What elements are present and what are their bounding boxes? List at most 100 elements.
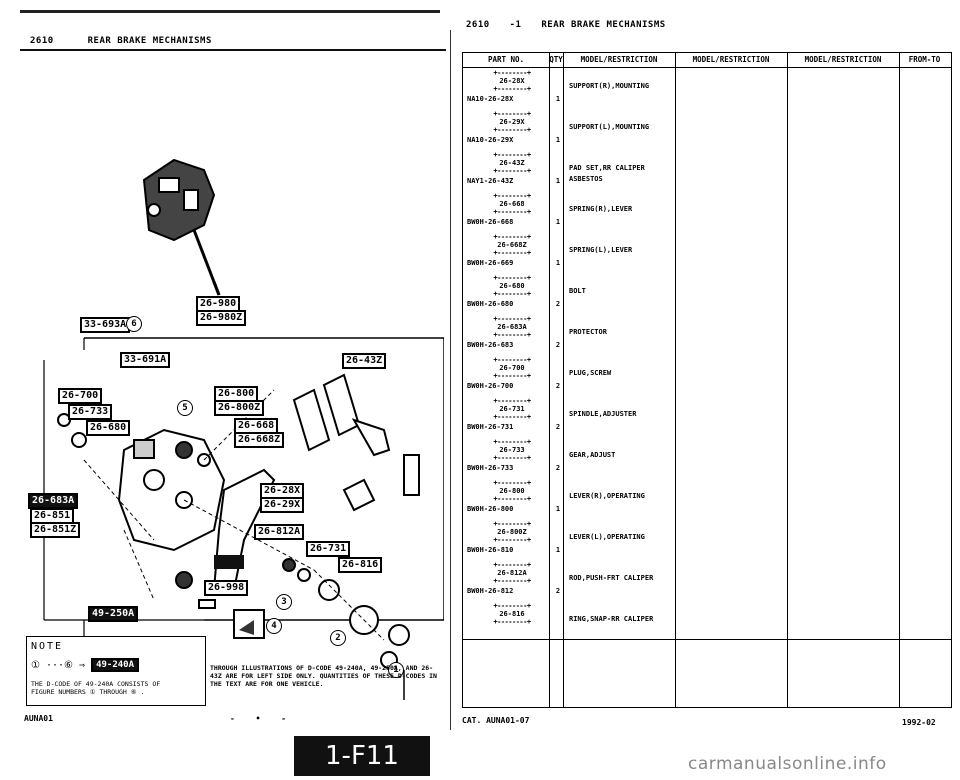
callout-26-731: 26-731 [306,541,351,557]
description: LEVER(R),OPERATING [569,491,679,502]
ref-code: +--------+26-731+--------+ [475,397,549,421]
parts-table: PART NO. QTY MODEL/RESTRICTION MODEL/RES… [462,52,952,708]
quantity: 1 [555,95,561,103]
part-number: NAY1-26-43Z [467,177,514,185]
part-number: BW0H-26-810 [467,546,514,554]
part-number: BW0H-26-700 [467,382,514,390]
callout-26-800z: 26-800Z [214,400,265,416]
description-line: PLUG,SCREW [569,369,612,377]
note-box: NOTE ① ···⑥ ⇒ 49-240A THE D-CODE OF 49-2… [26,636,206,706]
note-range-row: ① ···⑥ ⇒ 49-240A [31,658,201,672]
quantity: 1 [555,259,561,267]
ref-code: +--------+26-680+--------+ [475,274,549,298]
page-number-badge: 1-F11 [294,736,430,776]
quantity: 1 [555,505,561,513]
part-number: BW0H-26-668 [467,218,514,226]
col-model-3: MODEL/RESTRICTION [787,53,900,67]
ref-code-text: 26-668 [499,200,525,208]
callout-26-733: 26-733 [68,404,113,420]
ref-code-text: 26-680 [499,282,525,290]
ref-code-text: 26-733 [499,446,525,454]
description: LEVER(L),OPERATING [569,532,679,543]
ref-code-text: 26-28X [499,77,525,85]
callout-26-43z: 26-43Z [342,353,387,369]
ref-code-text: 26-731 [499,405,525,413]
left-section-title: REAR BRAKE MECHANISMS [87,36,212,46]
caliper-assembly-thumbnail [142,158,216,242]
part-number: BW0H-26-731 [467,423,514,431]
left-section-header: 2610 REAR BRAKE MECHANISMS [30,36,240,46]
quantity: 1 [555,218,561,226]
description: PLUG,SCREW [569,368,679,379]
callout-26-29x: 26-29X [260,497,305,513]
part-number: BW0H-26-733 [467,464,514,472]
ref-code-text: 26-800 [499,487,525,495]
watermark: carmanualsonline.info [688,754,887,774]
page-divider [450,30,451,730]
description-line: SUPPORT(L),MOUNTING [569,123,650,131]
figure-number-3: 3 [276,594,292,610]
callout-33-691a: 33-691A [120,352,171,368]
callout-26-700: 26-700 [58,388,103,404]
catalog-date: 1992-02 [902,718,936,727]
lever-pad [214,555,244,569]
table-row: +--------+26-816+--------+RING,SNAP-RR C… [463,602,953,642]
ref-code-text: 26-683A [497,323,527,331]
part-number: BW0H-26-800 [467,505,514,513]
catalog-number: CAT. AUNA01-07 [462,716,530,725]
description: ROD,PUSH-FRT CALIPER [569,573,679,584]
ref-code: +--------+26-43Z+--------+ [475,151,549,175]
description-line: BOLT [569,287,586,295]
quantity: 2 [555,423,561,431]
footer-marks: - • - [230,714,295,723]
col-model-1: MODEL/RESTRICTION [563,53,676,67]
part-number: BW0H-26-812 [467,587,514,595]
callout-26-680: 26-680 [86,420,131,436]
callout-26-683a: 26-683A [28,493,79,509]
description: GEAR,ADJUST [569,450,679,461]
part-number: BW0H-26-669 [467,259,514,267]
part-number: NA10-26-28X [467,95,514,103]
quantity: 1 [555,177,561,185]
figure-number-1: 1 [388,662,404,678]
description: SUPPORT(L),MOUNTING [569,122,679,133]
description-line: SPRING(R),LEVER [569,205,633,213]
pad-right [322,373,361,437]
ref-code: +--------+26-683A+--------+ [475,315,549,339]
ref-code-text: 26-700 [499,364,525,372]
description: SPINDLE,ADJUSTER [569,409,679,420]
figure-number-5: 5 [177,400,193,416]
anti-squeal-shim [351,418,391,457]
pad-clip [403,454,420,496]
description-line: SPRING(L),LEVER [569,246,633,254]
description: BOLT [569,286,679,297]
description-line: GEAR,ADJUST [569,451,616,459]
right-section-code: 2610 [466,20,490,30]
caliper-body [117,428,226,552]
quantity: 2 [555,587,561,595]
callout-49-250a: 49-250A [88,606,139,622]
col-from-to: FROM-TO [908,55,941,64]
quantity: 2 [555,300,561,308]
col-part-no: PART NO. [463,53,550,67]
description: SPRING(L),LEVER [569,245,679,256]
callout-26-980z: 26-980Z [196,310,247,326]
exploded-illustration: 26-980 26-980Z 33-693A 6 33-691A 26-43Z … [24,60,445,710]
description-line: ROD,PUSH-FRT CALIPER [569,574,654,582]
description-line: SPINDLE,ADJUSTER [569,410,637,418]
footer-code: AUNA01 [24,714,53,723]
callout-26-812a: 26-812A [254,524,305,540]
right-section-title: REAR BRAKE MECHANISMS [541,20,666,30]
description: SPRING(R),LEVER [569,204,679,215]
